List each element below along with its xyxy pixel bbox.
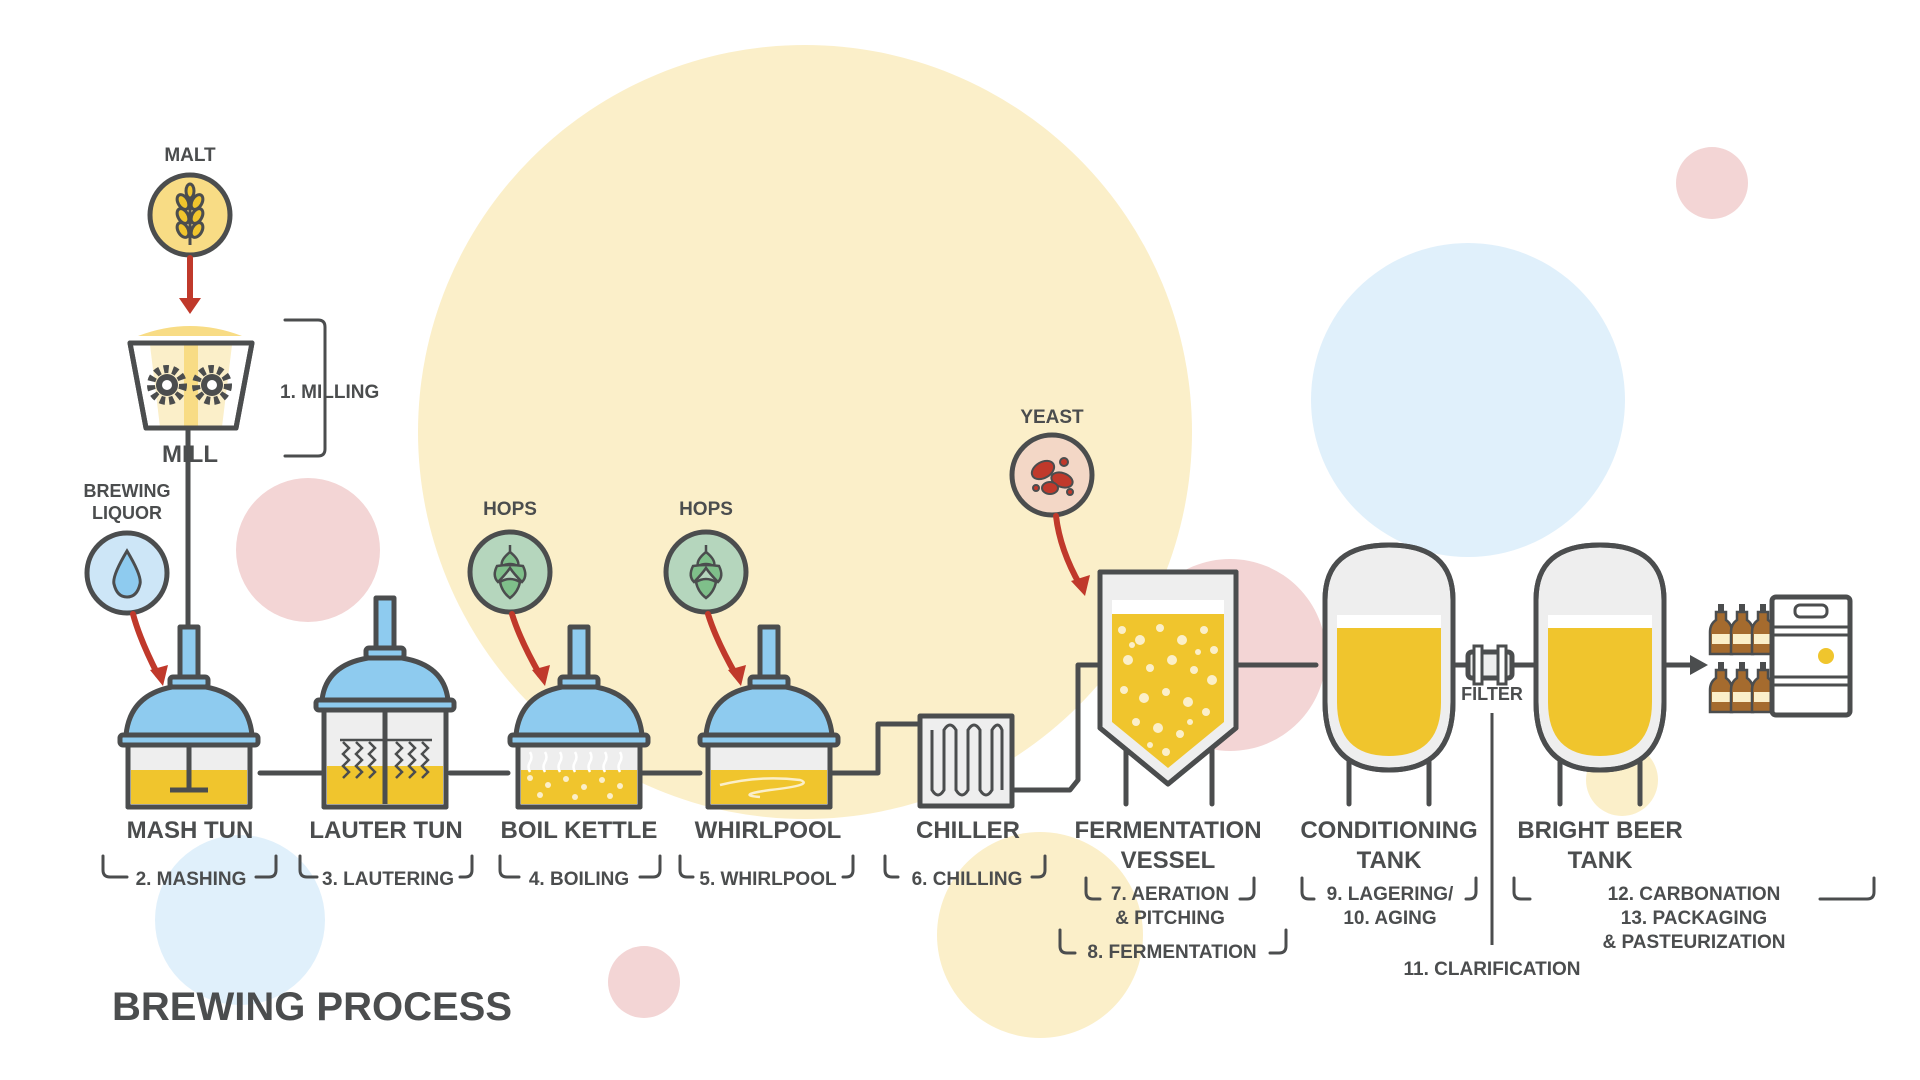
brewing-liquor-ingredient: BREWING LIQUOR	[84, 481, 171, 616]
whirlpool-label: WHIRLPOOL	[695, 817, 842, 844]
pipes	[185, 424, 1708, 793]
chiller-label: CHILLER	[916, 817, 1020, 844]
bg-circle-blue-large	[1311, 243, 1625, 557]
mill: MILL	[127, 326, 255, 468]
step-milling: 1. MILLING	[280, 382, 379, 403]
lauter-tun: LAUTER TUN	[309, 595, 463, 844]
hops-ingredient: HOPS	[663, 499, 749, 615]
mill-label: MILL	[162, 441, 218, 468]
step-mashing: 2. MASHING	[136, 869, 247, 890]
bright-beer-tank: BRIGHT BEER TANK	[1517, 542, 1683, 874]
mash-tun: MASH TUN	[117, 624, 261, 844]
yeast-label: YEAST	[1020, 407, 1084, 428]
fermentation-vessel: FERMENTATION VESSEL	[1074, 569, 1262, 874]
bright-beer-tank-label-1: BRIGHT BEER	[1517, 817, 1682, 844]
step-carbonation-1: 12. CARBONATION	[1608, 884, 1781, 905]
hops-label: HOPS	[679, 499, 733, 520]
lauter-tun-label: LAUTER TUN	[309, 817, 462, 844]
mash-tun-label: MASH TUN	[127, 817, 254, 844]
water-drop-icon	[112, 548, 142, 599]
conditioning-tank-label-1: CONDITIONING	[1300, 817, 1477, 844]
hops-label: HOPS	[483, 499, 537, 520]
chiller: CHILLER	[916, 713, 1020, 844]
hop-cone-icon	[493, 545, 527, 600]
bright-beer-tank-label-2: TANK	[1568, 847, 1634, 874]
gear-icon	[192, 365, 232, 405]
step-lautering: 3. LAUTERING	[322, 869, 454, 890]
yeast-cells-icon	[1030, 457, 1074, 496]
step-whirlpool: 5. WHIRLPOOL	[699, 869, 837, 890]
bg-circle-yellow	[937, 832, 1143, 1038]
step-bracket	[1300, 876, 1316, 901]
brewing-liquor-label-2: LIQUOR	[92, 503, 162, 523]
malt-ingredient: MALT	[147, 145, 233, 258]
boil-kettle: BOIL KETTLE	[501, 624, 658, 844]
step-aeration-2: & PITCHING	[1115, 908, 1225, 929]
step-boiling: 4. BOILING	[529, 869, 629, 890]
keg-icon	[1769, 594, 1853, 718]
bottle-icon	[1708, 604, 1734, 656]
step-bracket	[1464, 876, 1478, 901]
hop-cone-icon	[689, 545, 723, 600]
brewing-liquor-label-1: BREWING	[84, 481, 171, 501]
whirlpool: WHIRLPOOL	[695, 624, 842, 844]
step-aeration-1: 7. AERATION	[1111, 884, 1229, 905]
gear-icon	[147, 365, 187, 405]
malt-label: MALT	[164, 145, 216, 166]
step-lagering-2: 10. AGING	[1343, 908, 1436, 929]
fermentation-vessel-label-1: FERMENTATION	[1074, 817, 1261, 844]
hops-ingredient: HOPS	[467, 499, 553, 615]
wheat-icon	[175, 182, 205, 245]
bottles	[1708, 602, 1776, 714]
step-fermentation: 8. FERMENTATION	[1087, 942, 1256, 963]
step-chilling: 6. CHILLING	[912, 869, 1023, 890]
yeast-ingredient: YEAST	[1009, 407, 1095, 518]
conditioning-tank: CONDITIONING TANK	[1300, 542, 1478, 874]
page-title: BREWING PROCESS	[112, 985, 512, 1029]
step-clarification: 11. CLARIFICATION	[1404, 959, 1581, 980]
filter: FILTER	[1461, 644, 1523, 945]
bg-circle-pink	[1676, 147, 1748, 219]
step-carbonation-3: & PASTEURIZATION	[1603, 932, 1786, 953]
filter-label: FILTER	[1461, 684, 1523, 704]
bg-circle-blue	[155, 835, 325, 1005]
step-lagering-1: 9. LAGERING/	[1327, 884, 1454, 905]
conditioning-tank-label-2: TANK	[1357, 847, 1423, 874]
step-carbonation-2: 13. PACKAGING	[1621, 908, 1767, 929]
bg-circle-pink	[608, 946, 680, 1018]
fermentation-vessel-label-2: VESSEL	[1121, 847, 1216, 874]
bg-circle-yellow-large	[418, 45, 1192, 819]
boil-kettle-label: BOIL KETTLE	[501, 817, 658, 844]
bg-circle-pink	[236, 478, 380, 622]
